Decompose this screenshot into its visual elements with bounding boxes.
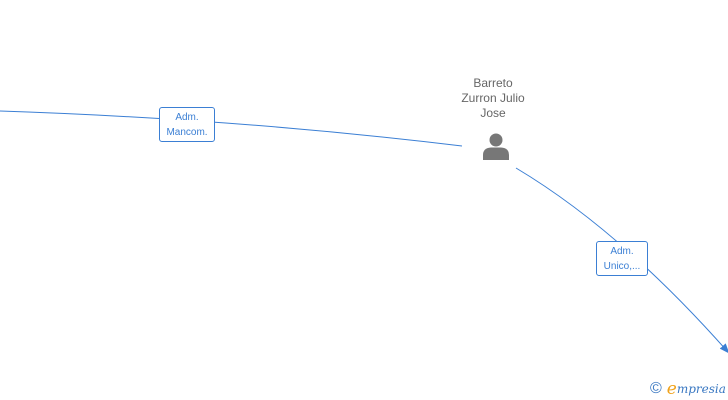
logo-initial: e [666,379,677,399]
empresia-watermark: © e mpresia [650,380,726,398]
edge-label-adm-mancom[interactable]: Adm. Mancom. [159,107,215,142]
person-name-line: Barreto [473,76,513,90]
logo-text: mpresia [676,382,726,396]
edge-label-line: Adm. [610,246,634,257]
edge-label-line: Unico,... [603,261,641,272]
person-icon[interactable] [481,132,511,160]
person-name-line: Jose [480,106,506,120]
edge-label-adm-unico[interactable]: Adm. Unico,... [596,241,648,276]
edge-label-line: Adm. [175,112,199,123]
copyright-icon: © [650,380,662,397]
edge-line-left [0,110,463,147]
edge-label-line: Mancom. [166,127,208,138]
person-name-label: Barreto Zurron Julio Jose [443,76,543,121]
person-name-line: Zurron Julio [461,91,525,105]
